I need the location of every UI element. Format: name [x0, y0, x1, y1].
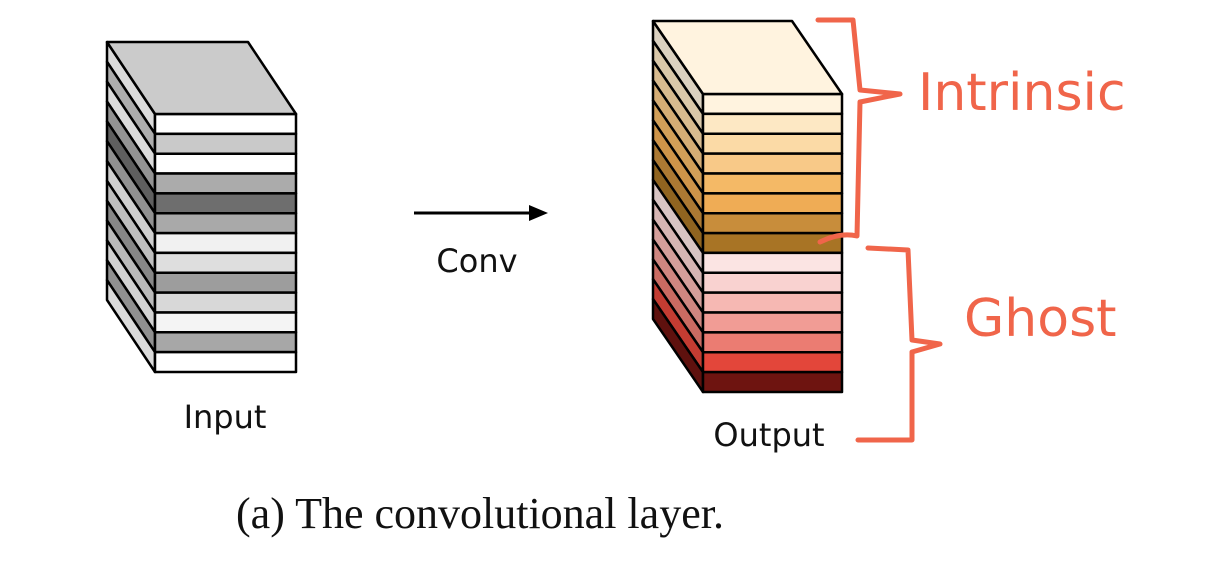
- output-top-face: [651, 19, 844, 96]
- output-label: Output: [713, 416, 824, 454]
- output-front-layer: [701, 331, 844, 354]
- input-front-layer: [153, 152, 298, 175]
- input-front-layer: [153, 211, 298, 235]
- input-front-layer: [153, 172, 298, 195]
- figure-caption: (a) The convolutional layer.: [236, 489, 724, 538]
- input-front-layer: [153, 231, 298, 255]
- output-front-layer: [701, 370, 844, 394]
- output-front-layer: [701, 291, 844, 314]
- input-front-layer: [153, 192, 298, 215]
- output-front-layer: [701, 311, 844, 334]
- output-front-layer: [701, 152, 844, 175]
- conv-label: Conv: [436, 242, 517, 280]
- input-feature-stack: [105, 40, 298, 374]
- output-front-layer: [701, 132, 844, 155]
- input-top-face: [105, 40, 298, 116]
- ghost-brace: [855, 245, 943, 443]
- output-feature-stack: [651, 19, 844, 394]
- output-front-layer: [701, 271, 844, 294]
- output-front-layer: [701, 192, 844, 215]
- intrinsic-label: Intrinsic: [918, 63, 1126, 123]
- conv-arrow: [414, 205, 548, 221]
- output-front-layer: [701, 351, 844, 374]
- input-front-layer: [153, 311, 298, 334]
- input-front-layer: [153, 291, 298, 314]
- intrinsic-brace: [815, 17, 903, 245]
- output-front-layer: [701, 211, 844, 235]
- input-front-layer: [153, 132, 298, 155]
- input-label: Input: [184, 398, 267, 436]
- input-front-layer: [153, 251, 298, 275]
- input-front-layer: [153, 112, 298, 136]
- output-front-layer: [701, 92, 844, 116]
- conv-arrow-head: [529, 205, 548, 221]
- output-front-layer: [701, 251, 844, 275]
- ghost-label: Ghost: [964, 289, 1117, 349]
- input-front-layer: [153, 350, 298, 374]
- output-front-layer: [701, 172, 844, 195]
- input-front-layer: [153, 271, 298, 294]
- output-front-layer: [701, 112, 844, 135]
- input-front-layer: [153, 331, 298, 354]
